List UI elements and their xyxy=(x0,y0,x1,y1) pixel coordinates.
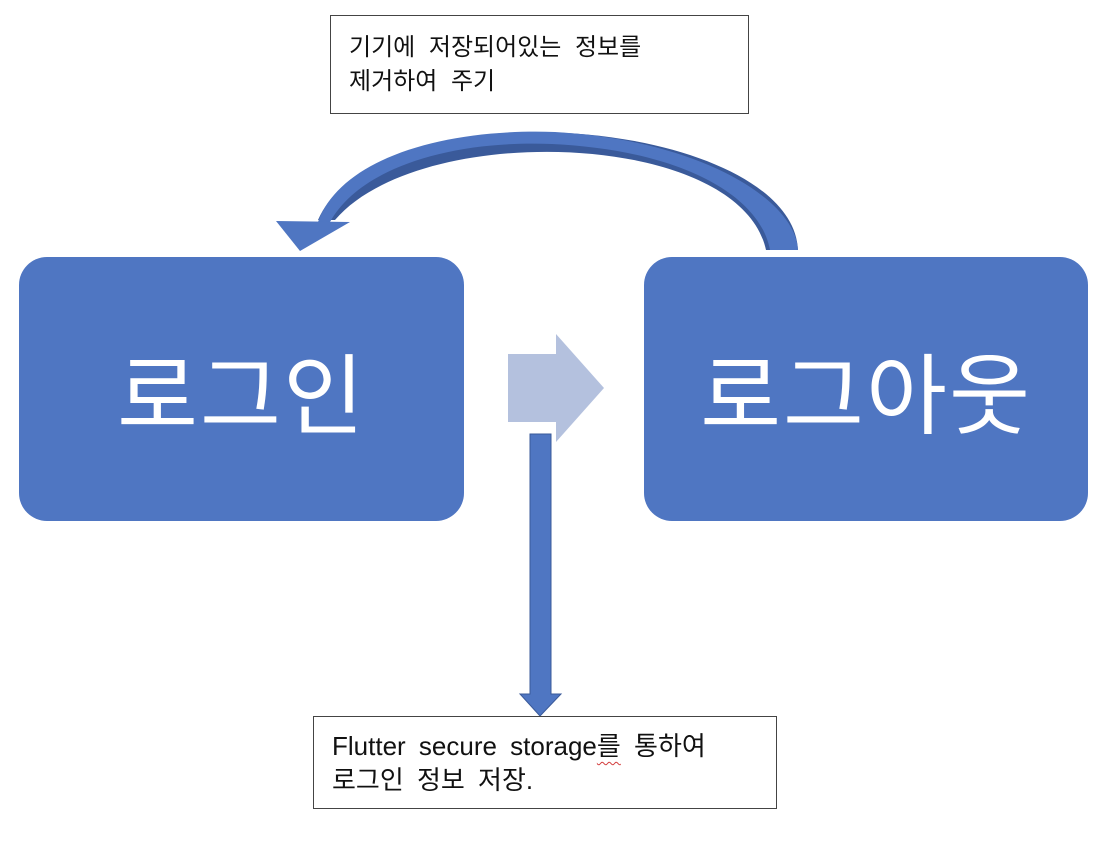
logout-node-label: 로그아웃 xyxy=(700,344,1032,448)
secure-storage-note-line-2: 로그인 정보 저장. xyxy=(332,765,534,795)
clear-data-note-line-1: 기기에 저장되어있는 정보를 xyxy=(349,33,642,61)
spellcheck-flagged-word: 를 xyxy=(596,731,621,761)
secure-storage-note-suffix: 통하여 xyxy=(620,731,706,761)
secure-storage-note-prefix: Flutter secure storage xyxy=(332,731,597,761)
curved-arrow-shadow xyxy=(318,132,798,250)
logout-node: 로그아웃 xyxy=(644,257,1088,521)
login-node-label: 로그인 xyxy=(117,344,366,448)
login-node: 로그인 xyxy=(19,257,464,521)
secure-storage-note-line-1: Flutter secure storage를 통하여 xyxy=(332,729,760,763)
curved-arrow-head xyxy=(276,221,350,251)
clear-data-note-line-2: 제거하여 주기 xyxy=(349,67,496,95)
down-arrow xyxy=(518,433,563,717)
clear-data-note: 기기에 저장되어있는 정보를 제거하여 주기 xyxy=(330,15,749,114)
curved-arrow-body xyxy=(318,131,798,250)
secure-storage-note: Flutter secure storage를 통하여 로그인 정보 저장. xyxy=(313,716,777,809)
right-arrow xyxy=(508,334,604,442)
